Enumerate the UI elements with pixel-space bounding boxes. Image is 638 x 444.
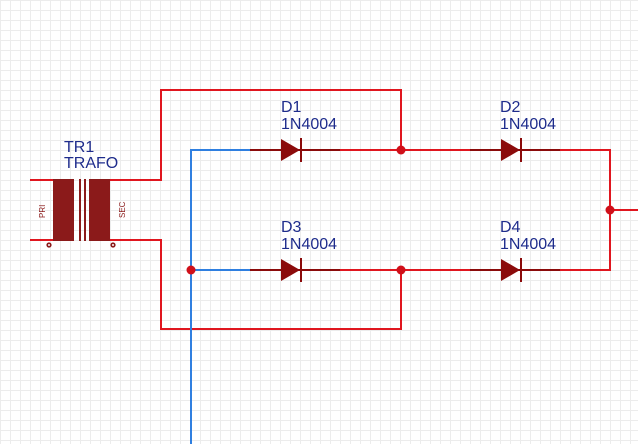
secondary-polarity-dot	[110, 242, 116, 248]
primary-label: PRI	[38, 205, 47, 218]
primary-winding	[53, 179, 74, 241]
d2-ref: D2	[500, 99, 521, 116]
wire-anode-net[interactable]	[190, 149, 250, 444]
wire-output[interactable]	[560, 149, 611, 271]
transformer-tr1[interactable]: PRI SEC TR1 TRAFO	[38, 139, 127, 248]
junction-d3-d4[interactable]	[396, 265, 406, 275]
d1-triangle	[281, 139, 300, 161]
d1-value: 1N4004	[281, 116, 337, 133]
wire-sec-bottom[interactable]	[110, 239, 402, 330]
d2-value: 1N4004	[500, 116, 556, 133]
diode-d3[interactable]: D3 1N4004	[250, 219, 340, 282]
transformer-ref: TR1	[64, 139, 94, 156]
d3-ref: D3	[281, 219, 302, 236]
d3-triangle	[281, 259, 300, 281]
d2-triangle	[501, 139, 520, 161]
core-bar-right	[84, 179, 86, 241]
core-bar-left	[79, 179, 81, 241]
primary-polarity-dot	[46, 242, 52, 248]
d3-value: 1N4004	[281, 236, 337, 253]
wire-sec-top[interactable]	[110, 89, 402, 181]
secondary-winding	[89, 179, 110, 241]
junctions	[186, 145, 615, 275]
junction-output[interactable]	[605, 205, 615, 215]
transformer-value: TRAFO	[64, 155, 118, 172]
d1-ref: D1	[281, 99, 302, 116]
diode-d4[interactable]: D4 1N4004	[470, 219, 560, 282]
junction-anodes[interactable]	[186, 265, 196, 275]
selected-net	[190, 149, 250, 444]
d4-triangle	[501, 259, 520, 281]
d4-ref: D4	[500, 219, 521, 236]
diode-d2[interactable]: D2 1N4004	[470, 99, 560, 162]
junction-d1-d2[interactable]	[396, 145, 406, 155]
d4-value: 1N4004	[500, 236, 556, 253]
diode-d1[interactable]: D1 1N4004	[250, 99, 340, 162]
secondary-label: SEC	[118, 201, 127, 218]
